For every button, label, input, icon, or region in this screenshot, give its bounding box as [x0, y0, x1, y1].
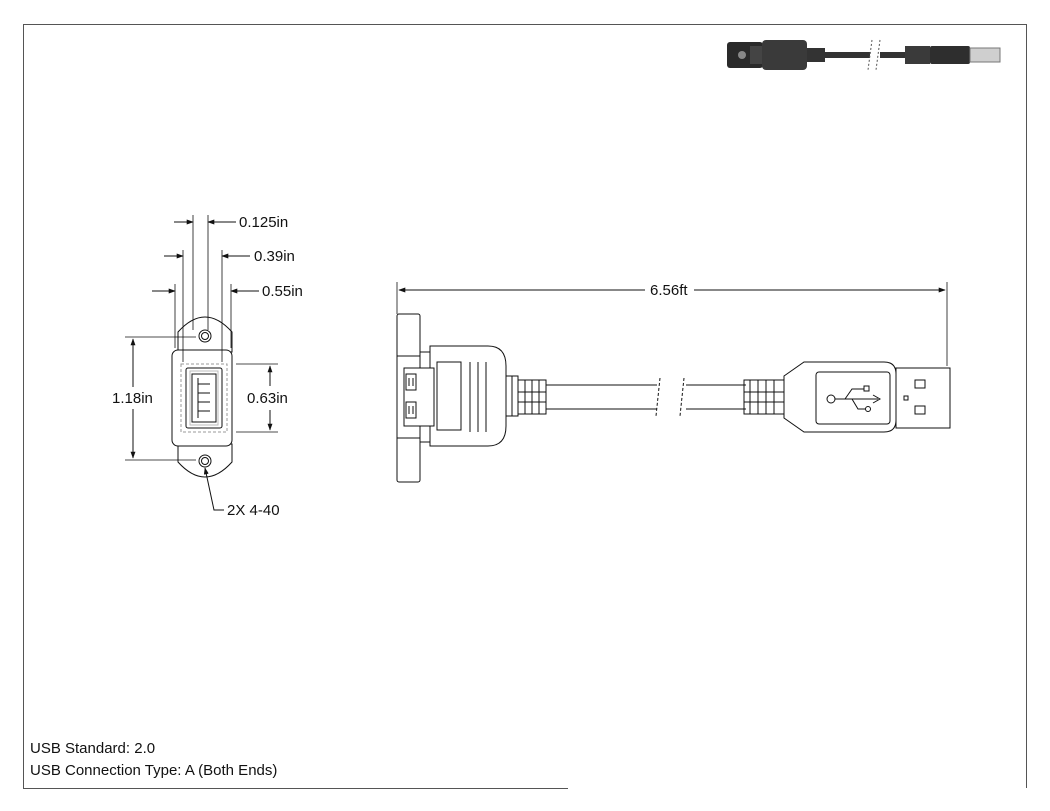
- title-block-rule: [23, 788, 568, 789]
- usb-standard-note: USB Standard: 2.0: [30, 740, 156, 757]
- cable-length-label: 6.56ft: [650, 282, 688, 299]
- flange-height-dimension: 1.18in: [112, 390, 153, 407]
- flange-width-dimension: 0.55in: [262, 283, 303, 300]
- port-width-dimension: 0.39in: [254, 248, 295, 265]
- cable-length-dimension-line: [396, 282, 948, 366]
- front-view: [171, 316, 233, 478]
- screw-spec-label: 2X 4-40: [227, 502, 280, 519]
- connection-type-note: USB Connection Type: A (Both Ends): [30, 762, 278, 779]
- screw-hole-dimension: 0.125in: [239, 214, 288, 231]
- drawing-border: [23, 24, 1027, 788]
- port-height-dimension: 0.63in: [247, 390, 288, 407]
- cable-thumbnail: [727, 39, 1001, 71]
- side-view: [396, 313, 951, 483]
- front-dimension-lines: [125, 215, 278, 511]
